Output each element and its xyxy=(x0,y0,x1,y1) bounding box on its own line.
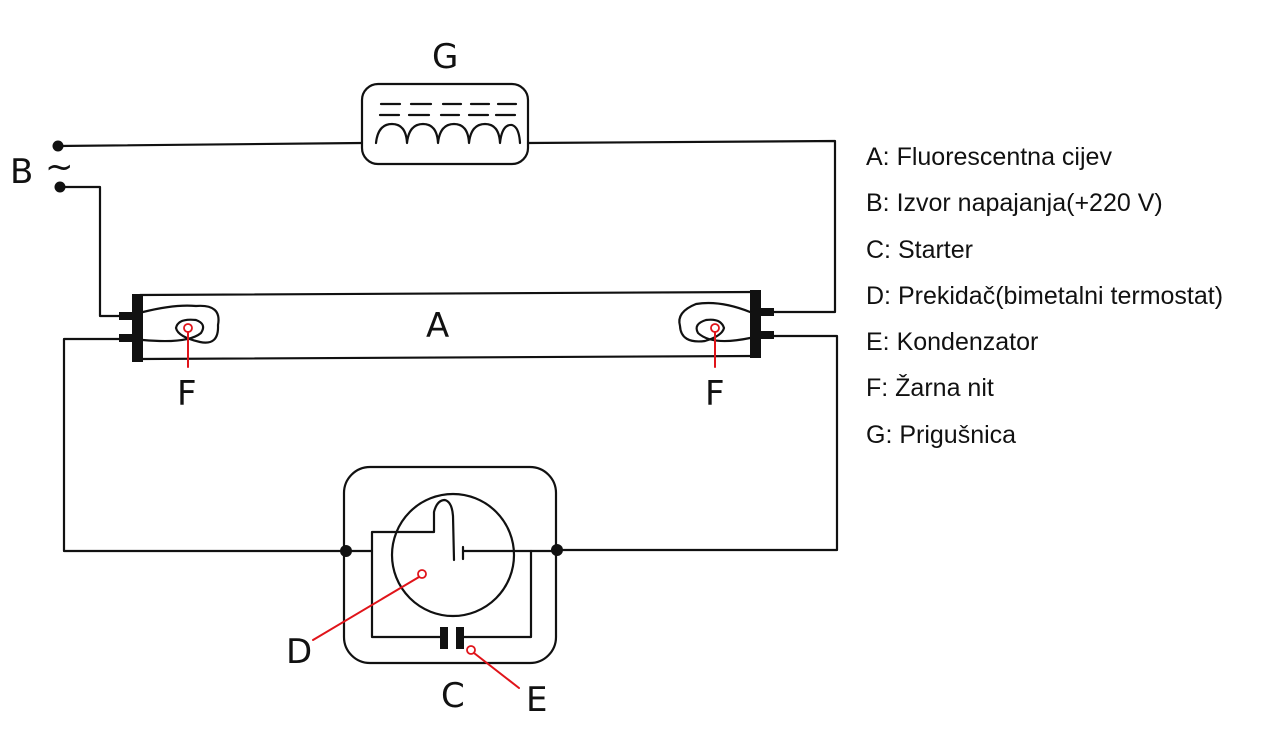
capacitor-branch-left xyxy=(370,549,442,639)
choke: G xyxy=(360,37,530,166)
starter: C xyxy=(340,465,563,716)
callout-line-d xyxy=(312,576,420,641)
choke-housing xyxy=(360,82,530,166)
callout-dot-f-left xyxy=(183,323,193,333)
legend-item-g: G: Prigušnica xyxy=(866,420,1017,449)
tube-top-edge xyxy=(138,290,757,297)
wire-tube-right-to-starter xyxy=(555,334,839,552)
bimetal-strip xyxy=(390,498,456,562)
legend: A: Fluorescentna cijev B: Izvor napajanj… xyxy=(866,138,1223,462)
wire-choke-to-right xyxy=(526,139,837,314)
tube-bottom-edge xyxy=(138,354,757,361)
label-b: B xyxy=(10,152,33,192)
fluorescent-tube: A xyxy=(119,290,774,362)
label-a: A xyxy=(426,306,449,346)
glow-bulb xyxy=(390,492,516,618)
label-f-right: F xyxy=(705,374,725,414)
capacitor-plate-right xyxy=(456,627,464,649)
starter-inner-loop xyxy=(344,530,394,553)
power-source: B ~ xyxy=(10,140,74,193)
tube-right-cap xyxy=(750,290,761,358)
callout-dot-f-right xyxy=(710,323,720,333)
tube-right-pin-top xyxy=(759,308,774,316)
capacitor-branch-right xyxy=(462,549,533,639)
filament-left xyxy=(141,304,220,344)
legend-item-c: C: Starter xyxy=(866,235,973,264)
label-d: D xyxy=(286,632,312,672)
ac-tilde: ~ xyxy=(45,147,74,187)
starter-housing xyxy=(342,465,558,665)
filament-callout-left: F xyxy=(177,323,197,414)
tube-left-cap xyxy=(132,294,143,362)
tube-left-pin-bottom xyxy=(119,334,134,342)
legend-item-b: B: Izvor napajanja(+220 V) xyxy=(866,189,1163,218)
tube-right-pin-bottom xyxy=(759,331,774,339)
choke-coil xyxy=(374,122,522,145)
capacitor-plate-left xyxy=(440,627,448,649)
legend-item-e: E: Kondenzator xyxy=(866,328,1039,357)
callout-dot-d xyxy=(417,569,427,579)
wire-tube-left-to-starter xyxy=(62,337,348,553)
legend-item-d: D: Prekidač(bimetalni termostat) xyxy=(866,281,1224,310)
label-g: G xyxy=(432,37,458,77)
label-c: C xyxy=(441,676,465,716)
filament-right xyxy=(678,301,752,343)
capacitor-callout: E xyxy=(466,645,547,720)
tube-left-pin-top xyxy=(119,312,134,320)
label-f-left: F xyxy=(177,374,197,414)
wire-source-to-tube xyxy=(58,185,124,318)
label-e: E xyxy=(526,680,547,720)
callout-line-e xyxy=(473,652,520,689)
switch-callout: D xyxy=(286,569,427,672)
callout-dot-e xyxy=(466,645,476,655)
filament-callout-right: F xyxy=(705,323,725,414)
legend-item-a: A: Fluorescentna cijev xyxy=(866,143,1112,171)
legend-item-f: F: Žarna nit xyxy=(866,374,994,403)
wire-source-to-choke xyxy=(56,141,364,148)
